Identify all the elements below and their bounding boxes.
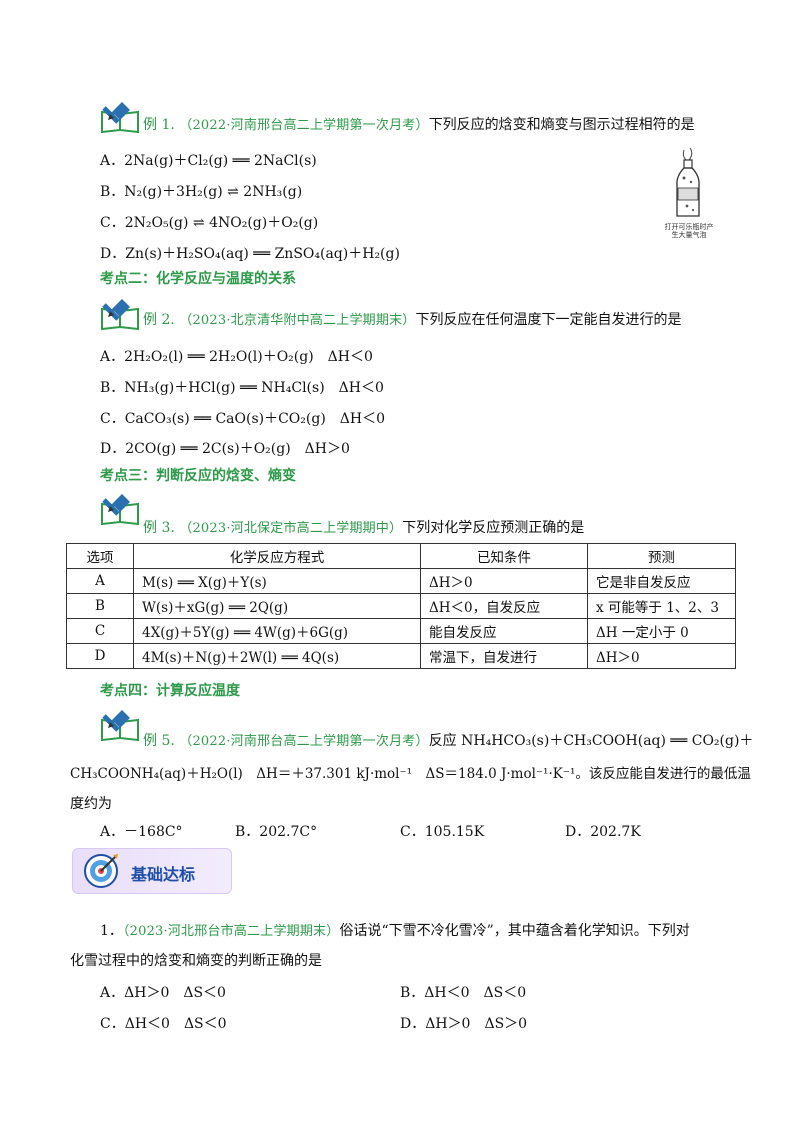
example-2-label: 例 2.: [143, 312, 175, 328]
example-1-option-a: A．2Na(g)＋Cl₂(g) ══ 2NaCl(s): [100, 153, 317, 169]
table-cell: ΔH＜0，自发反应: [420, 593, 588, 619]
section-heading-2: 考点二：化学反应与温度的关系: [100, 271, 296, 287]
table-cell: C: [66, 618, 134, 644]
table-cell: 4M(s)＋N(g)＋2W(l) ══ 4Q(s): [133, 643, 421, 669]
question-1-line1: 俗话说“下雪不冷化雪冷”，其中蕴含着化学知识。下列对: [339, 923, 690, 939]
example-5-line2: CH₃COONH₄(aq)＋H₂O(l) ΔH＝＋37.301 kJ·mol⁻¹…: [70, 766, 751, 782]
section-heading-4: 考点四：计算反应温度: [100, 683, 240, 699]
table-row: A M(s) ══ X(g)＋Y(s) ΔH＞0 它是非自发反应: [66, 568, 736, 594]
example-2-header: 例 2. （2023·北京清华附中高二上学期期末）下列反应在任何温度下一定能自发…: [143, 309, 681, 329]
table-header-cell: 选项: [66, 543, 134, 569]
example-5-option-c: C．105.15K: [400, 824, 485, 840]
example-1-option-b: B．N₂(g)＋3H₂(g) ⇌ 2NH₃(g): [100, 184, 303, 200]
question-1-option-d: D．ΔH＞0 ΔS＞0: [400, 1016, 528, 1032]
example-2-option-c: C．CaCO₃(s) ══ CaO(s)＋CO₂(g) ΔH＜0: [100, 411, 386, 427]
target-icon: [84, 854, 118, 888]
figure-caption: 打开可乐瓶时产生大量气泡: [664, 223, 714, 239]
table-cell: D: [66, 643, 134, 669]
book-pen-icon: [101, 710, 139, 742]
book-pen-icon: [101, 299, 139, 331]
table-cell: 能自发反应: [420, 618, 588, 644]
example-2-source: （2023·北京清华附中高二上学期期末）: [179, 313, 416, 328]
prediction-table: 选项 化学反应方程式 已知条件 预测 A M(s) ══ X(g)＋Y(s) Δ…: [66, 543, 736, 669]
example-1-label: 例 1.: [143, 117, 175, 133]
table-cell: 它是非自发反应: [587, 568, 736, 594]
table-cell: ΔH＞0: [420, 568, 588, 594]
table-cell: B: [66, 593, 134, 619]
question-1-line2: 化雪过程中的焓变和熵变的判断正确的是: [70, 953, 322, 969]
example-2-option-a: A．2H₂O₂(l) ══ 2H₂O(l)＋O₂(g) ΔH＜0: [100, 349, 373, 365]
table-header-row: 选项 化学反应方程式 已知条件 预测: [66, 543, 736, 569]
table-header-cell: 化学反应方程式: [133, 543, 421, 569]
example-1-question: 下列反应的焓变和熵变与图示过程相符的是: [428, 117, 695, 133]
example-3-header: 例 3. （2023·河北保定市高二上学期期中）下列对化学反应预测正确的是: [143, 517, 584, 537]
soda-bottle-figure: [676, 147, 700, 217]
section-badge: 基础达标: [72, 848, 232, 894]
question-1-number: 1．: [100, 923, 123, 939]
example-5-option-d: D．202.7K: [565, 824, 641, 840]
example-5-option-a: A．－168C°: [100, 824, 183, 840]
question-1-option-a: A．ΔH＞0 ΔS＜0: [100, 985, 226, 1001]
table-row: C 4X(g)＋5Y(g) ══ 4W(g)＋6G(g) 能自发反应 ΔH 一定…: [66, 618, 736, 644]
example-5-label: 例 5.: [143, 733, 175, 749]
example-1-source: （2022·河南邢台高二上学期第一次月考）: [179, 118, 429, 133]
table-row: D 4M(s)＋N(g)＋2W(l) ══ 4Q(s) 常温下，自发进行 ΔH＞…: [66, 643, 736, 669]
question-1-source: （2023·河北邢台市高二上学期期末）: [122, 924, 340, 939]
table-header-cell: 已知条件: [420, 543, 588, 569]
example-3-label: 例 3.: [143, 520, 175, 536]
question-1-option-b: B．ΔH＜0 ΔS＜0: [400, 985, 527, 1001]
table-header-cell: 预测: [587, 543, 736, 569]
question-1-option-c: C．ΔH＜0 ΔS＜0: [100, 1016, 227, 1032]
example-2-option-d: D．2CO(g) ══ 2C(s)＋O₂(g) ΔH＞0: [100, 441, 350, 457]
table-cell: ΔH 一定小于 0: [587, 618, 736, 644]
example-3-question: 下列对化学反应预测正确的是: [402, 520, 585, 536]
table-cell: M(s) ══ X(g)＋Y(s): [133, 568, 421, 594]
table-cell: 常温下，自发进行: [420, 643, 588, 669]
example-5-header: 例 5. （2022·河南邢台高二上学期第一次月考）反应 NH₄HCO₃(s)＋…: [143, 730, 753, 750]
example-5-line1: 反应 NH₄HCO₃(s)＋CH₃COOH(aq) ══ CO₂(g)＋: [428, 733, 754, 749]
table-cell: ΔH＞0: [587, 643, 736, 669]
book-pen-icon: [101, 102, 139, 134]
example-5-line3: 度约为: [70, 796, 112, 812]
table-row: B W(s)＋xG(g) ══ 2Q(g) ΔH＜0，自发反应 x 可能等于 1…: [66, 593, 736, 619]
example-1-option-d: D．Zn(s)＋H₂SO₄(aq) ══ ZnSO₄(aq)＋H₂(g): [100, 246, 400, 262]
book-pen-icon: [101, 494, 139, 526]
example-1-option-c: C．2N₂O₅(g) ⇌ 4NO₂(g)＋O₂(g): [100, 215, 319, 231]
table-cell: x 可能等于 1、2、3: [587, 593, 736, 619]
example-5-option-b: B．202.7C°: [235, 824, 318, 840]
example-5-source: （2022·河南邢台高二上学期第一次月考）: [179, 734, 429, 749]
badge-label: 基础达标: [131, 865, 196, 884]
table-cell: W(s)＋xG(g) ══ 2Q(g): [133, 593, 421, 619]
example-2-option-b: B．NH₃(g)＋HCl(g) ══ NH₄Cl(s) ΔH＜0: [100, 380, 384, 396]
section-heading-3: 考点三：判断反应的焓变、熵变: [100, 468, 296, 484]
table-cell: A: [66, 568, 134, 594]
example-3-source: （2023·河北保定市高二上学期期中）: [179, 521, 403, 536]
example-2-question: 下列反应在任何温度下一定能自发进行的是: [415, 312, 682, 328]
example-1-header: 例 1. （2022·河南邢台高二上学期第一次月考）下列反应的焓变和熵变与图示过…: [143, 114, 695, 134]
table-cell: 4X(g)＋5Y(g) ══ 4W(g)＋6G(g): [133, 618, 421, 644]
question-1-header: 1．（2023·河北邢台市高二上学期期末）俗话说“下雪不冷化雪冷”，其中蕴含着化…: [100, 920, 690, 940]
